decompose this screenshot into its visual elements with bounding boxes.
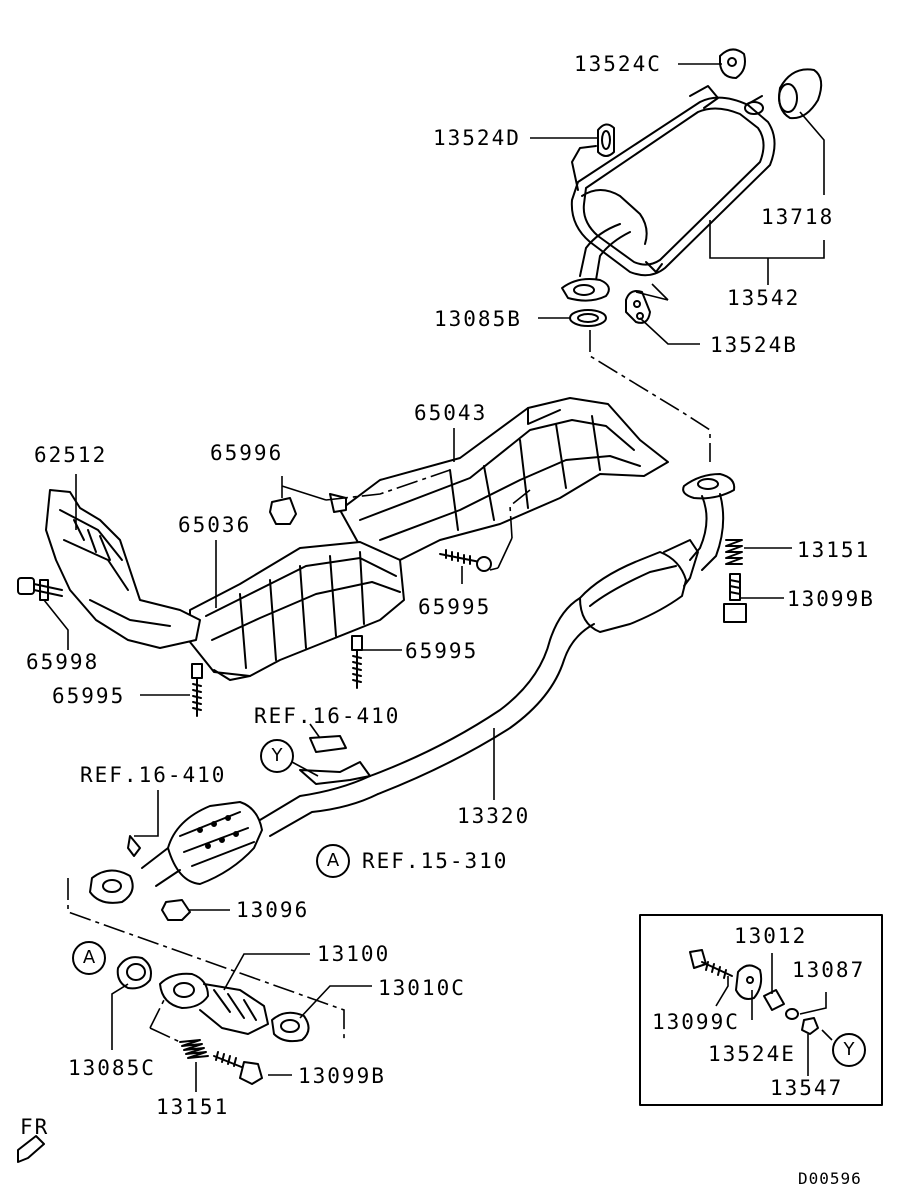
gasket-13010C xyxy=(272,1013,309,1041)
label-13151-top: 13151 xyxy=(797,538,871,562)
spring-13151-top xyxy=(726,540,742,564)
label-13099B-bottom: 13099B xyxy=(298,1064,386,1088)
label-13099B-top: 13099B xyxy=(787,587,875,611)
front-direction-arrow xyxy=(18,1136,44,1162)
bolt-65995-b xyxy=(352,636,362,688)
washer-13087 xyxy=(786,1009,798,1019)
label-13320: 13320 xyxy=(457,804,531,828)
tailpipe-cover xyxy=(779,69,821,118)
label-13012: 13012 xyxy=(734,924,808,948)
marker-y-main: Y xyxy=(260,739,294,773)
bolt-65998 xyxy=(18,578,62,600)
label-13096: 13096 xyxy=(236,898,310,922)
hanger-13524C xyxy=(720,49,745,78)
connection-lines xyxy=(68,330,710,1042)
label-13718: 13718 xyxy=(761,205,835,229)
label-13085C: 13085C xyxy=(68,1056,156,1080)
inset-box xyxy=(640,915,882,1105)
label-65036: 65036 xyxy=(178,513,252,537)
label-diagram-code: D00596 xyxy=(798,1169,862,1188)
nut-13547 xyxy=(802,1018,818,1034)
front-pipe-upper xyxy=(683,474,734,570)
bolt-65995-a xyxy=(192,664,202,716)
label-13099C: 13099C xyxy=(652,1010,740,1034)
nut-65996 xyxy=(270,498,296,524)
nut-13096 xyxy=(162,900,190,920)
label-ref-16-410-a: REF.16-410 xyxy=(254,704,401,728)
hanger-13524B xyxy=(626,291,650,323)
label-65043: 65043 xyxy=(414,401,488,425)
bolt-65995-c xyxy=(440,550,491,571)
label-13087: 13087 xyxy=(792,958,866,982)
label-13524C: 13524C xyxy=(574,52,662,76)
heat-protector-65036 xyxy=(190,542,404,680)
label-65995-b: 65995 xyxy=(405,639,479,663)
label-13085B: 13085B xyxy=(434,307,522,331)
label-13010C: 13010C xyxy=(378,976,466,1000)
marker-a-main: A xyxy=(316,844,350,878)
clip-65996 xyxy=(330,494,346,512)
front-pipe-13100 xyxy=(160,974,268,1034)
spring-13151-bottom xyxy=(180,1040,208,1058)
label-13151-bottom: 13151 xyxy=(156,1095,230,1119)
label-direction-fr: FR xyxy=(20,1115,50,1139)
label-13542: 13542 xyxy=(727,286,801,310)
marker-a-lower: A xyxy=(72,941,106,975)
gasket-13085B xyxy=(570,310,606,326)
hanger-13524D xyxy=(598,124,614,156)
main-muffler xyxy=(562,86,775,301)
label-13524B: 13524B xyxy=(710,333,798,357)
label-13524E: 13524E xyxy=(708,1042,796,1066)
label-ref-15-310: REF.15-310 xyxy=(362,849,509,873)
label-13524D: 13524D xyxy=(433,126,521,150)
label-65998: 65998 xyxy=(26,650,100,674)
leader-lines xyxy=(44,64,832,1092)
label-65996: 65996 xyxy=(210,441,284,465)
hanger-13524E xyxy=(736,965,761,999)
heat-protector-65043 xyxy=(340,398,668,560)
label-65995-a: 65995 xyxy=(52,684,126,708)
bolt-13099B-top xyxy=(724,574,746,622)
center-pipe-13320 xyxy=(90,540,698,903)
bolt-13099B-bottom xyxy=(214,1052,262,1084)
collar-13012 xyxy=(764,990,784,1010)
gasket-13085C xyxy=(118,957,151,988)
marker-y-inset: Y xyxy=(832,1033,866,1067)
label-62512: 62512 xyxy=(34,443,108,467)
heat-protector-62512 xyxy=(46,490,200,648)
bolt-13099C xyxy=(690,950,732,978)
label-ref-16-410-b: REF.16-410 xyxy=(80,763,227,787)
label-13100: 13100 xyxy=(317,942,391,966)
label-13547: 13547 xyxy=(770,1076,844,1100)
label-65995-c: 65995 xyxy=(418,595,492,619)
